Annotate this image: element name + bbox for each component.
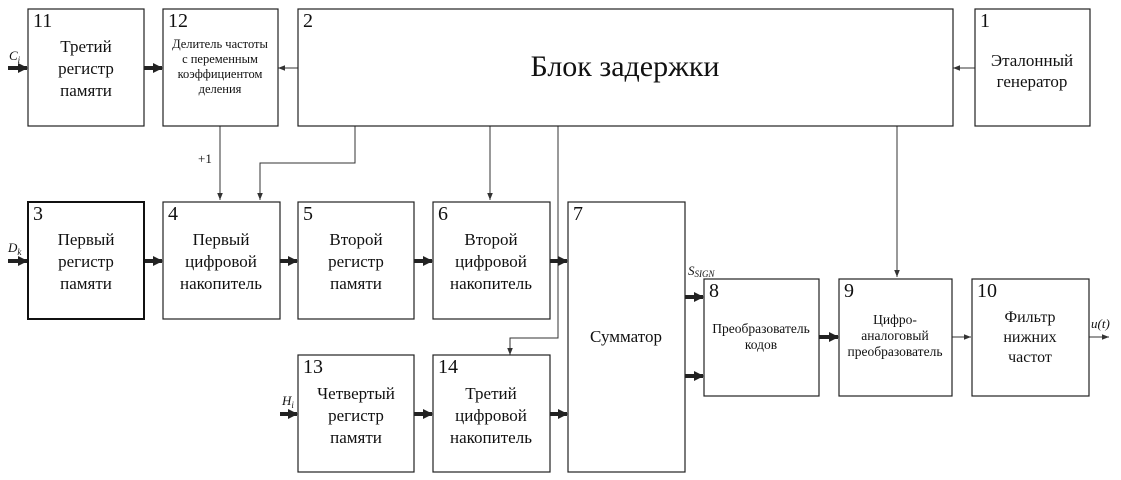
block-label-line: цифровой [455, 252, 527, 271]
block-number: 11 [33, 10, 52, 32]
input-hi-label: Hi [281, 393, 294, 410]
input-hi-main: H [281, 393, 292, 408]
block-number: 1 [980, 10, 990, 32]
ssign-sub: SIGN [695, 269, 716, 279]
block-label-line: Цифро- [873, 312, 917, 327]
block-label-line: Эталонный [991, 51, 1073, 70]
block-number: 7 [573, 203, 583, 225]
output-u-label: u(t) [1091, 316, 1110, 331]
block-number: 9 [844, 280, 854, 302]
data-buses [8, 63, 839, 419]
block-label-line: Второй [329, 230, 382, 249]
block-label-line: Фильтр [1004, 309, 1055, 326]
block-1: 1 Эталонный генератор [974, 8, 1091, 127]
block-label-line: нижних [1003, 329, 1056, 346]
block-7: 7 Сумматор [567, 201, 686, 473]
block-label-line: регистр [58, 59, 114, 78]
block-2: 2 Блок задержки [297, 8, 954, 127]
ssign-label: SSIGN [688, 263, 715, 279]
block-label-line: Преобразователь [712, 321, 809, 336]
block-label-line: Первый [58, 230, 115, 249]
block-label-line: регистр [328, 252, 384, 271]
ssign-main: S [688, 263, 695, 278]
block-label-line: памяти [330, 274, 382, 293]
plus-one-label: +1 [198, 151, 212, 166]
block-label-line: накопитель [450, 428, 532, 447]
block-number: 6 [438, 203, 448, 225]
block-number: 10 [977, 280, 997, 302]
block-label-line: Третий [60, 37, 111, 56]
block-6: 6 Второй цифровой накопитель [432, 201, 551, 320]
block-label-line: накопитель [450, 274, 532, 293]
block-14: 14 Третий цифровой накопитель [432, 354, 551, 473]
input-ci-main: C [9, 48, 18, 63]
input-dk-sub: k [17, 247, 22, 257]
block-number: 5 [303, 203, 313, 225]
block-5: 5 Второй регистр памяти [297, 201, 415, 320]
block-number: 4 [168, 203, 178, 225]
input-ci-sub: i [18, 55, 21, 65]
block-label-line: Сумматор [590, 327, 662, 346]
block-label-line: цифровой [185, 252, 257, 271]
block-label-line: регистр [58, 252, 114, 271]
wire-2-to-14 [507, 126, 559, 355]
block-label-line: Делитель частоты [172, 37, 268, 51]
block-3: 3 Первый регистр памяти [27, 201, 145, 320]
block-number: 12 [168, 10, 188, 32]
block-label-line: памяти [60, 274, 112, 293]
block-number: 2 [303, 10, 313, 32]
block-label-line: частот [1008, 349, 1052, 366]
block-number: 13 [303, 356, 323, 378]
block-label-line: Третий [465, 384, 516, 403]
block-label-line: коэффициентом [178, 67, 263, 81]
block-label-line: деления [199, 82, 242, 96]
input-dk-label: Dk [7, 240, 22, 257]
block-label-line: с переменным [182, 52, 258, 66]
block-label-line: памяти [330, 428, 382, 447]
block-label-line: цифровой [455, 406, 527, 425]
block-title: Блок задержки [531, 50, 720, 83]
input-ci-label: Ci [9, 48, 21, 65]
block-13: 13 Четвертый регистр памяти [297, 354, 415, 473]
block-label-line: преобразователь [848, 344, 943, 359]
block-8: 8 Преобразователь кодов [703, 278, 820, 397]
block-label-line: Четвертый [317, 384, 395, 403]
block-12: 12 Делитель частоты с переменным коэффиц… [162, 8, 279, 127]
input-hi-sub: i [291, 400, 294, 410]
block-label-line: накопитель [180, 274, 262, 293]
block-label-line: Первый [193, 230, 250, 249]
input-dk-main: D [7, 240, 18, 255]
connections [217, 65, 1109, 355]
block-11: 11 Третий регистр памяти [27, 8, 145, 127]
block-label-line: кодов [745, 337, 777, 352]
block-10: 10 Фильтр нижних частот [971, 278, 1090, 397]
block-label-line: генератор [997, 72, 1068, 91]
block-number: 3 [33, 203, 43, 225]
block-label-line: аналоговый [861, 328, 928, 343]
block-label-line: Второй [464, 230, 517, 249]
block-number: 14 [438, 356, 458, 378]
block-label-line: регистр [328, 406, 384, 425]
block-label-line: памяти [60, 81, 112, 100]
block-9: 9 Цифро- аналоговый преобразователь [838, 278, 953, 397]
block-4: 4 Первый цифровой накопитель [162, 201, 281, 320]
block-number: 8 [709, 280, 719, 302]
wire-2-to-4 [257, 126, 356, 200]
